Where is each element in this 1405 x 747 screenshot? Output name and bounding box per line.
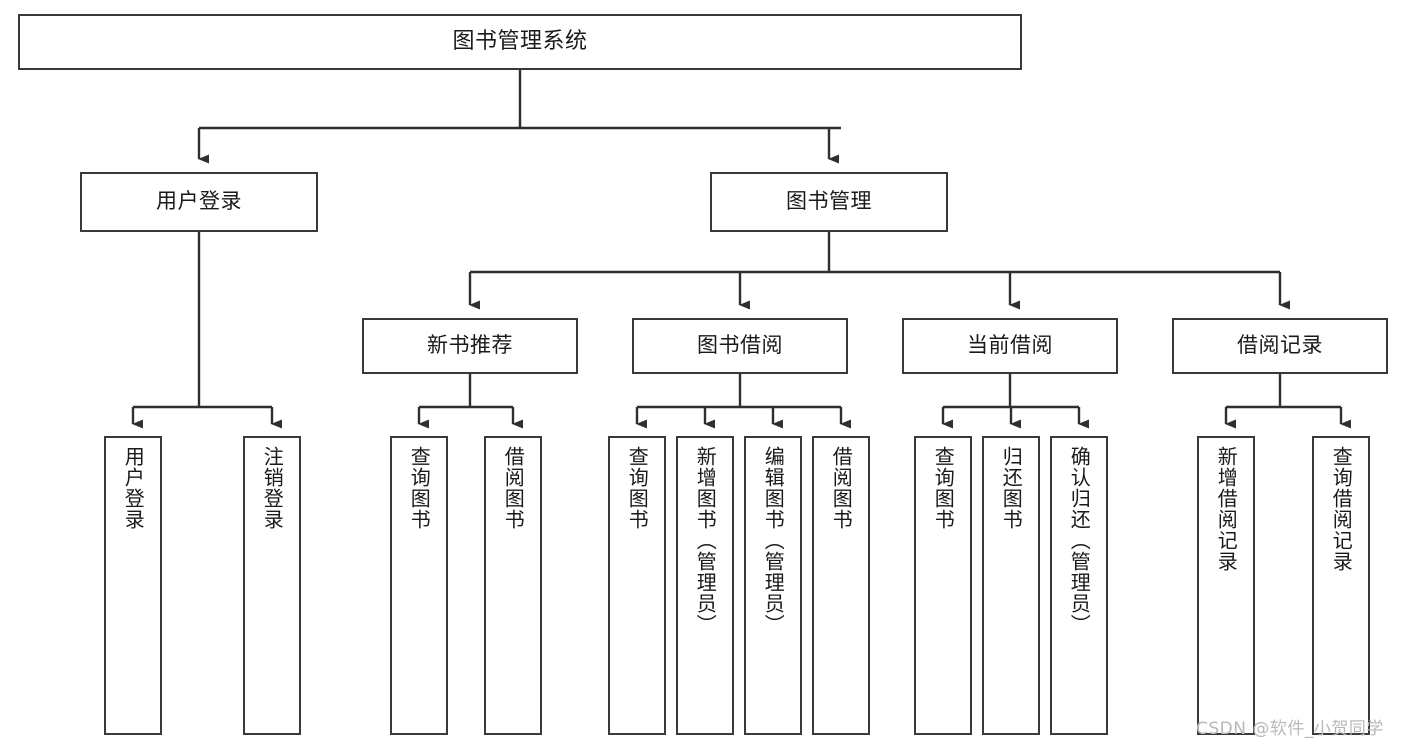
node-book-borrow[interactable]: 图书借阅 — [632, 318, 848, 374]
node-root[interactable]: 图书管理系统 — [18, 14, 1022, 70]
node-leaf-return-book-label: 归还图书 — [999, 446, 1024, 530]
node-book-manage-label: 图书管理 — [786, 189, 872, 214]
node-current-borrow-label: 当前借阅 — [967, 333, 1053, 358]
node-leaf-query-book-borrow[interactable]: 查询图书 — [608, 436, 666, 735]
node-leaf-edit-book-label: 编辑图书（管理员） — [761, 446, 786, 635]
node-leaf-add-book-label: 新增图书（管理员） — [693, 446, 718, 635]
node-leaf-query-borrow-record-label: 查询借阅记录 — [1329, 446, 1354, 572]
node-leaf-borrow-book-label: 借阅图书 — [829, 446, 854, 530]
node-leaf-confirm-return[interactable]: 确认归还（管理员） — [1050, 436, 1108, 735]
node-leaf-logout-login-label: 注销登录 — [260, 446, 285, 530]
node-user-login-label: 用户登录 — [156, 189, 242, 214]
node-leaf-confirm-return-label: 确认归还（管理员） — [1067, 446, 1092, 635]
node-borrow-record[interactable]: 借阅记录 — [1172, 318, 1388, 374]
node-leaf-query-book-current[interactable]: 查询图书 — [914, 436, 972, 735]
node-leaf-borrow-book-recommend[interactable]: 借阅图书 — [484, 436, 542, 735]
node-leaf-borrow-book[interactable]: 借阅图书 — [812, 436, 870, 735]
node-leaf-query-book-borrow-label: 查询图书 — [625, 446, 650, 530]
node-leaf-borrow-book-recommend-label: 借阅图书 — [501, 446, 526, 530]
node-new-book-recommend-label: 新书推荐 — [427, 333, 513, 358]
node-leaf-user-login-label: 用户登录 — [121, 446, 146, 530]
node-leaf-add-borrow-record-label: 新增借阅记录 — [1214, 446, 1239, 572]
node-leaf-return-book[interactable]: 归还图书 — [982, 436, 1040, 735]
node-leaf-query-book-recommend-label: 查询图书 — [407, 446, 432, 530]
node-user-login[interactable]: 用户登录 — [80, 172, 318, 232]
node-borrow-record-label: 借阅记录 — [1237, 333, 1323, 358]
node-leaf-query-book-recommend[interactable]: 查询图书 — [390, 436, 448, 735]
node-leaf-query-borrow-record[interactable]: 查询借阅记录 — [1312, 436, 1370, 735]
node-book-manage[interactable]: 图书管理 — [710, 172, 948, 232]
node-leaf-add-book[interactable]: 新增图书（管理员） — [676, 436, 734, 735]
node-new-book-recommend[interactable]: 新书推荐 — [362, 318, 578, 374]
node-leaf-logout-login[interactable]: 注销登录 — [243, 436, 301, 735]
node-book-borrow-label: 图书借阅 — [697, 333, 783, 358]
node-root-label: 图书管理系统 — [452, 28, 588, 54]
node-leaf-add-borrow-record[interactable]: 新增借阅记录 — [1197, 436, 1255, 735]
node-leaf-query-book-current-label: 查询图书 — [931, 446, 956, 530]
node-leaf-edit-book[interactable]: 编辑图书（管理员） — [744, 436, 802, 735]
node-current-borrow[interactable]: 当前借阅 — [902, 318, 1118, 374]
node-leaf-user-login[interactable]: 用户登录 — [104, 436, 162, 735]
